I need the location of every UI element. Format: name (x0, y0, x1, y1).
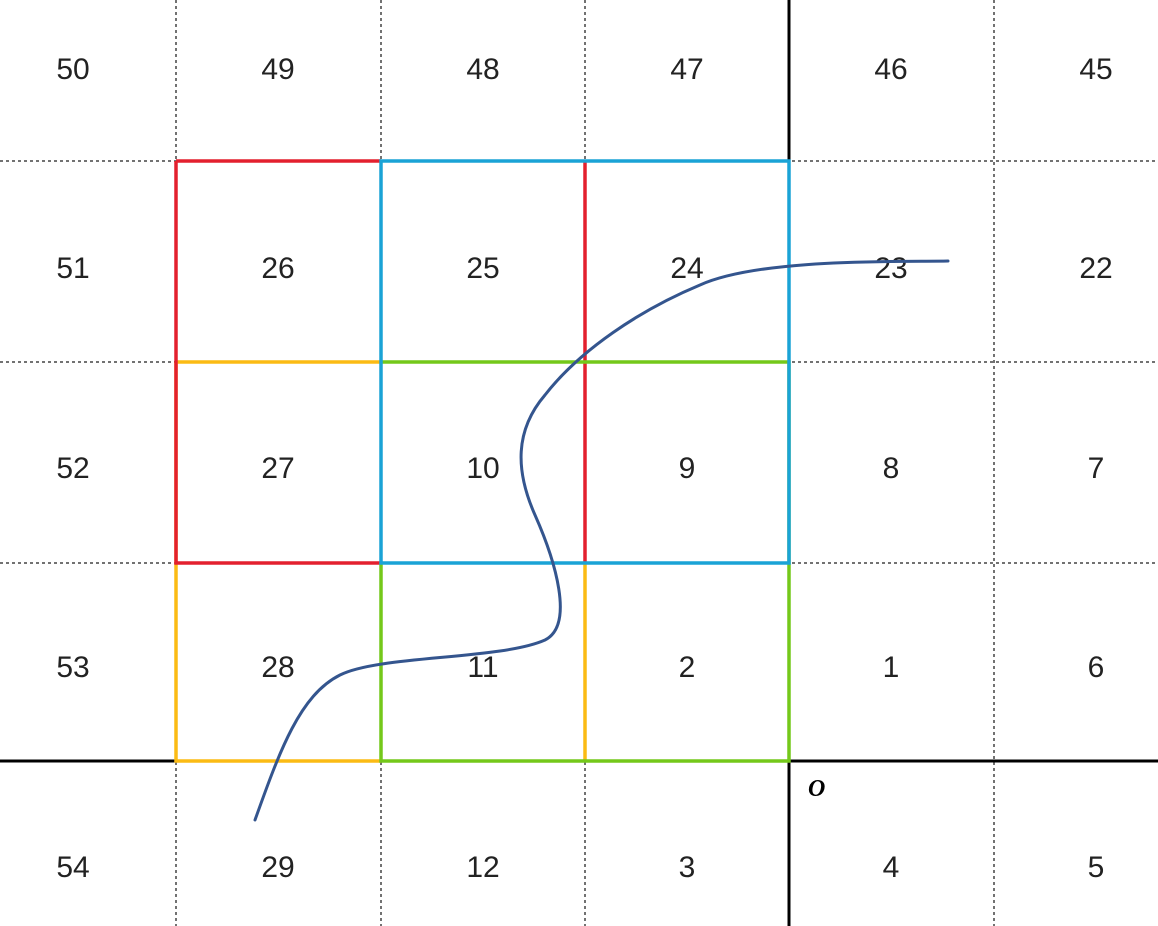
cell-label: 51 (56, 252, 89, 285)
cell-label: 22 (1079, 252, 1112, 285)
cell-label: 1 (883, 651, 900, 684)
cell-label: 48 (466, 53, 499, 86)
cell-labels: 50 49 48 47 46 45 51 26 25 24 23 22 52 2… (56, 53, 1112, 884)
cell-label: 23 (874, 252, 907, 285)
blue-block-outline (379, 159, 791, 565)
cell-label: 50 (56, 53, 89, 86)
cell-label: 52 (56, 452, 89, 485)
cell-label: 12 (466, 851, 499, 884)
cell-label: 11 (467, 651, 498, 684)
cell-label: 46 (874, 53, 907, 86)
cell-label: 28 (261, 651, 294, 684)
cell-label: 6 (1088, 651, 1105, 684)
cell-label: 49 (261, 53, 294, 86)
cell-label: 10 (466, 452, 499, 485)
cell-label: 5 (1088, 851, 1105, 884)
cell-label: 3 (679, 851, 696, 884)
trajectory-curve (253, 259, 950, 822)
cell-label: 25 (466, 252, 499, 285)
cell-label: 8 (883, 452, 900, 485)
cell-label: 47 (670, 53, 703, 86)
cell-label: 9 (679, 452, 696, 485)
cell-label: 27 (261, 452, 294, 485)
cell-label: 26 (261, 252, 294, 285)
cell-label: 7 (1088, 452, 1105, 485)
cell-label: 53 (56, 651, 89, 684)
cell-label: 54 (56, 851, 89, 884)
colored-blocks (174, 159, 791, 763)
green-block-outline (379, 360, 791, 763)
cell-label: 4 (883, 851, 900, 884)
cell-label: 45 (1079, 53, 1112, 86)
origin-label: O (808, 776, 825, 802)
cell-label: 29 (261, 851, 294, 884)
cell-label: 24 (670, 252, 703, 285)
cell-label: 2 (679, 651, 696, 684)
